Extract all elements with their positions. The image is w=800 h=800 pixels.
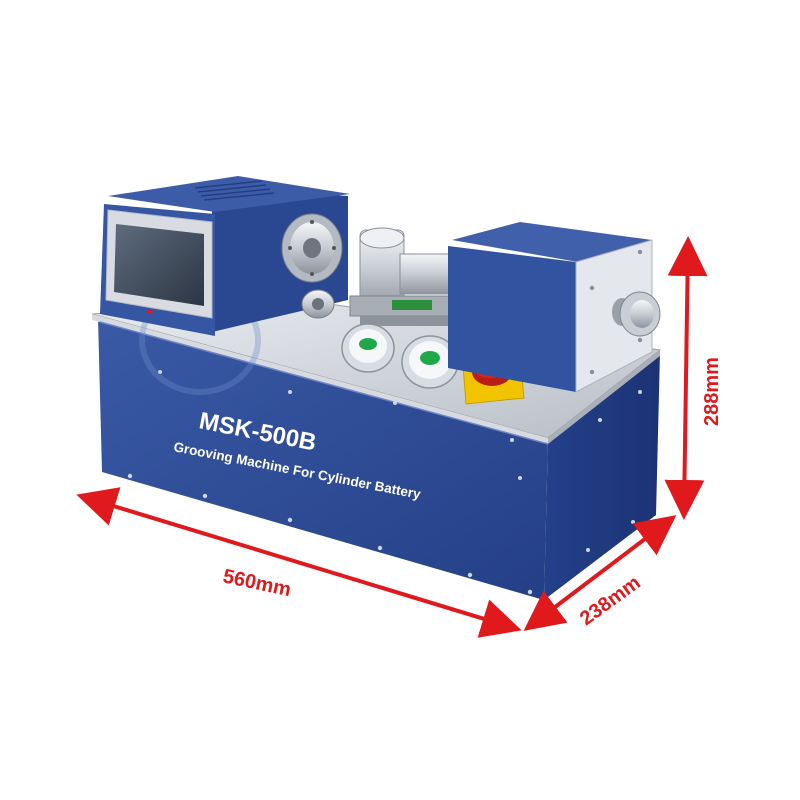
spindle-chuck [281,213,343,283]
gauge-right [401,335,459,389]
machine [91,176,662,600]
dimension-length-label: 560mm [221,565,293,601]
right-housing-top [452,222,652,262]
gauge-left [341,323,395,373]
control-housing-top [108,176,350,212]
dimension-depth [523,515,677,631]
right-housing-front [448,246,576,392]
dimension-depth-label: 238mm [576,572,645,630]
dimension-height-label: 288mm [701,357,723,426]
top-plate-lip [92,314,548,444]
dimension-height [664,236,708,520]
top-plate-lip-side [548,350,660,444]
touchscreen [114,224,204,306]
dimension-length [76,487,522,638]
adjustment-knob [612,291,661,337]
